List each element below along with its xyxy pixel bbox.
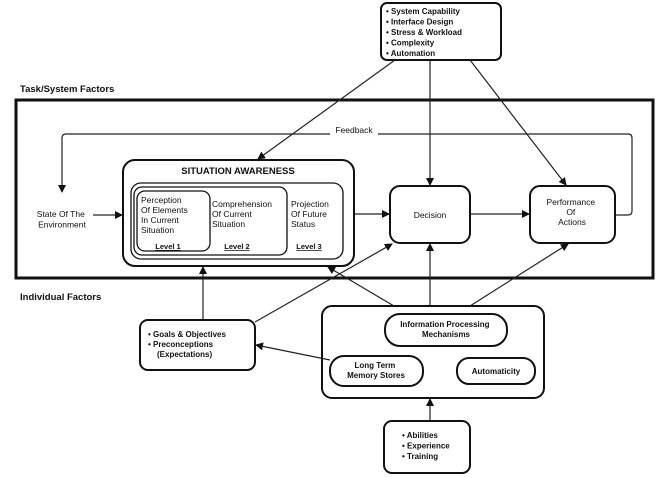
svg-text:• Complexity: • Complexity (386, 39, 435, 48)
level3-text: Projection Of Future Status (291, 199, 331, 229)
system-to-sa-arrow (257, 59, 396, 160)
svg-text:• Stress & Workload: • Stress & Workload (386, 28, 462, 37)
list-item: Automation (391, 49, 436, 58)
goals-text: • Goals & Objectives • Preconceptions (E… (148, 330, 228, 359)
list-item: Interface Design (391, 18, 453, 27)
svg-text:• Automation: • Automation (386, 49, 435, 58)
situation-awareness-title: SITUATION AWARENESS (181, 166, 294, 177)
processing-to-goals-arrow (255, 342, 331, 361)
automaticity-box (456, 357, 536, 385)
svg-text:• Interface Design: • Interface Design (386, 18, 453, 27)
level3-label: Level 3 (296, 242, 321, 251)
feedback-loop-line (58, 133, 633, 216)
list-item: System Capability (391, 7, 460, 16)
task-system-frame (14, 98, 655, 280)
level1-box (136, 190, 211, 252)
level1-label: Level 1 (155, 242, 180, 251)
processing-to-performance-arrow (469, 243, 569, 307)
svg-text:• System Capability: • System Capability (386, 7, 460, 16)
automaticity-label: Automaticity (472, 367, 521, 376)
goals-to-decision-arrow (254, 243, 393, 323)
system-to-performance-arrow (469, 59, 567, 186)
list-item: Stress & Workload (391, 28, 462, 37)
system-factors-list: • System Capability • Interface Design •… (386, 7, 462, 58)
processing-to-sa-arrow (327, 266, 395, 307)
performance-label: Performance Of Actions (546, 197, 597, 227)
feedback-label: Feedback (335, 125, 373, 135)
abilities-box (383, 420, 471, 474)
task-system-label: Task/System Factors (20, 84, 114, 95)
decision-label: Decision (414, 210, 447, 220)
performance-box (529, 185, 616, 244)
info-processing-label: Information Processing Mechanisms (400, 320, 492, 339)
goals-box (139, 319, 256, 371)
long-term-memory-label: Long Term Memory Stores (347, 361, 405, 380)
abilities-text: • Abilities • Experience • Training (402, 431, 452, 461)
environment-label: State Of The Environment (37, 209, 87, 230)
level2-text: Comprehension Of Current Situation (212, 199, 274, 229)
level1-text: Perception Of Elements In Current Situat… (141, 195, 190, 235)
feedback-label-bg (330, 125, 378, 135)
info-processing-box (384, 313, 508, 347)
list-item: Complexity (391, 39, 435, 48)
system-factors-box (380, 2, 502, 61)
long-term-memory-box (329, 355, 424, 387)
level2-label: Level 2 (224, 242, 249, 251)
individual-label: Individual Factors (20, 292, 101, 303)
